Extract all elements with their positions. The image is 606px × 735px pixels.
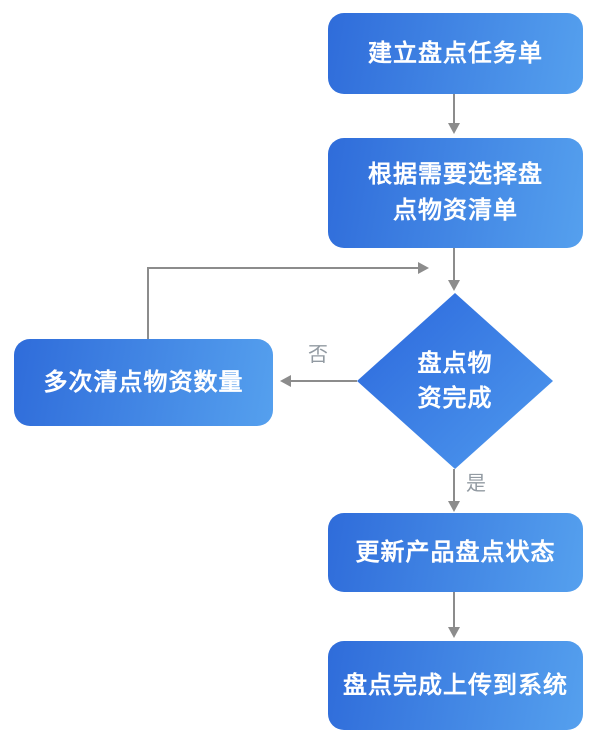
edge-yes-branch-arrowhead-icon xyxy=(448,501,460,512)
node-select-list: 根据需要选择盘 点物资清单 xyxy=(328,138,583,248)
edge-feedback-arrowhead-icon xyxy=(418,262,429,274)
decision-label-line1: 盘点物 xyxy=(417,350,493,377)
edge-yes-branch-line xyxy=(453,469,455,502)
edge-feedback-horizontal-line xyxy=(147,267,418,269)
edge-select-to-decision-arrowhead-icon xyxy=(448,280,460,291)
edge-no-branch-line xyxy=(291,380,357,382)
node-create-task-label: 建立盘点任务单 xyxy=(368,39,543,67)
decision-inventory-complete: 盘点物 资完成 xyxy=(357,293,553,469)
decision-label-line2: 资完成 xyxy=(417,385,493,412)
edge-label-yes: 是 xyxy=(466,473,486,495)
node-update-status-label: 更新产品盘点状态 xyxy=(355,538,556,566)
edge-select-to-decision-line xyxy=(453,248,455,281)
edge-create-to-select-arrowhead-icon xyxy=(448,123,460,134)
edge-update-to-upload-arrowhead-icon xyxy=(448,627,460,638)
edge-feedback-vertical-line xyxy=(147,268,149,339)
edge-no-branch-arrowhead-icon xyxy=(280,375,291,387)
edge-create-to-select-line xyxy=(453,94,455,124)
node-create-task: 建立盘点任务单 xyxy=(328,13,583,94)
node-update-status: 更新产品盘点状态 xyxy=(328,513,583,592)
node-recount: 多次清点物资数量 xyxy=(14,339,273,426)
node-upload-system: 盘点完成上传到系统 xyxy=(328,641,583,730)
node-select-list-label-line2: 点物资清单 xyxy=(393,197,518,224)
edge-update-to-upload-line xyxy=(453,592,455,628)
edge-label-no: 否 xyxy=(308,344,328,366)
node-upload-system-label: 盘点完成上传到系统 xyxy=(343,671,568,699)
node-select-list-label-line1: 根据需要选择盘 xyxy=(368,161,543,188)
node-recount-label: 多次清点物资数量 xyxy=(43,368,244,396)
